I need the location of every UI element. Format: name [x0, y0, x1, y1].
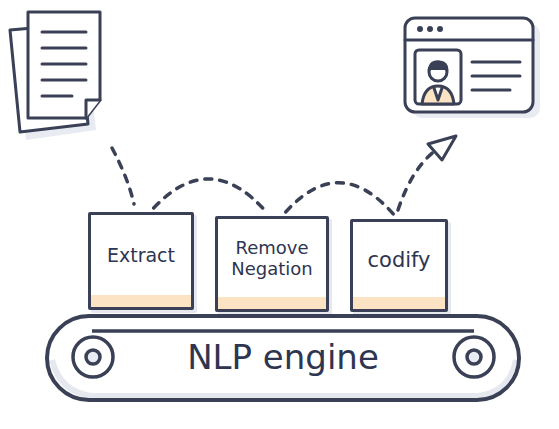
arrowhead — [428, 136, 456, 160]
process-box: codify — [350, 219, 448, 312]
step-label: Extract — [107, 245, 175, 267]
conveyor-rollers — [52, 331, 516, 396]
step-label: codify — [367, 248, 430, 272]
engine-label: NLP engine — [187, 338, 379, 377]
box-highlight — [91, 295, 191, 307]
dashed-flow — [112, 148, 436, 210]
box-highlight — [353, 297, 445, 309]
dashed-connector — [286, 183, 394, 215]
conveyor-belt: NLP engine — [45, 314, 521, 402]
dashed-connector — [154, 179, 267, 212]
process-box: Remove Negation — [215, 216, 329, 312]
process-box: Extract — [88, 212, 194, 310]
box-highlight — [218, 297, 326, 309]
document-icon — [10, 12, 100, 140]
step-label: Remove Negation — [218, 238, 326, 279]
profile-window-icon — [405, 18, 540, 118]
